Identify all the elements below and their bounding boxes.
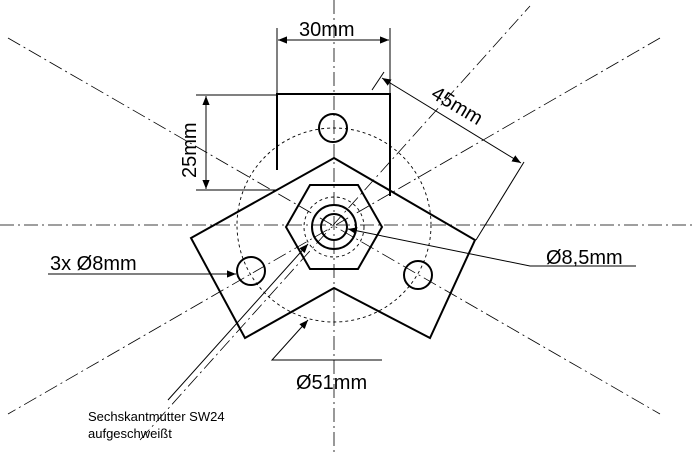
dimension-30mm: 30mm: [276, 19, 391, 94]
hole-right: [403, 260, 433, 290]
leader-8-5mm: Ø8,5mm: [347, 227, 636, 269]
dim-3x8mm-label: 3x Ø8mm: [50, 253, 137, 275]
pitch-circle: [236, 127, 432, 323]
hex-nut: [284, 184, 384, 270]
hole-left: [236, 256, 266, 286]
nut-outer-circle: [311, 204, 357, 250]
note-line-2: aufgeschweißt: [88, 426, 172, 441]
dim-8-5mm-label: Ø8,5mm: [546, 247, 623, 269]
dim-51mm-label: Ø51mm: [296, 372, 367, 394]
note-line-1: Sechskantmutter SW24: [88, 409, 225, 424]
dimension-25mm: 25mm: [179, 94, 277, 191]
dim-30mm-label: 30mm: [299, 19, 355, 41]
dimension-51mm: Ø51mm: [270, 319, 382, 394]
center-hole: [320, 213, 348, 241]
dim-45mm-label: 45mm: [427, 82, 486, 129]
dimension-45mm: 45mm: [371, 71, 525, 241]
bracket-plate: [189, 156, 477, 340]
center-line-diag-1: [7, 37, 661, 415]
leader-3x8mm: 3x Ø8mm: [48, 253, 236, 278]
dim-25mm-label: 25mm: [179, 122, 201, 178]
hole-top: [318, 113, 348, 143]
center-line-diag-2: [7, 37, 661, 415]
nut-thread-circle: [303, 196, 365, 258]
leader-nut-note: Sechskantmutter SW24 aufgeschweißt: [88, 243, 309, 441]
